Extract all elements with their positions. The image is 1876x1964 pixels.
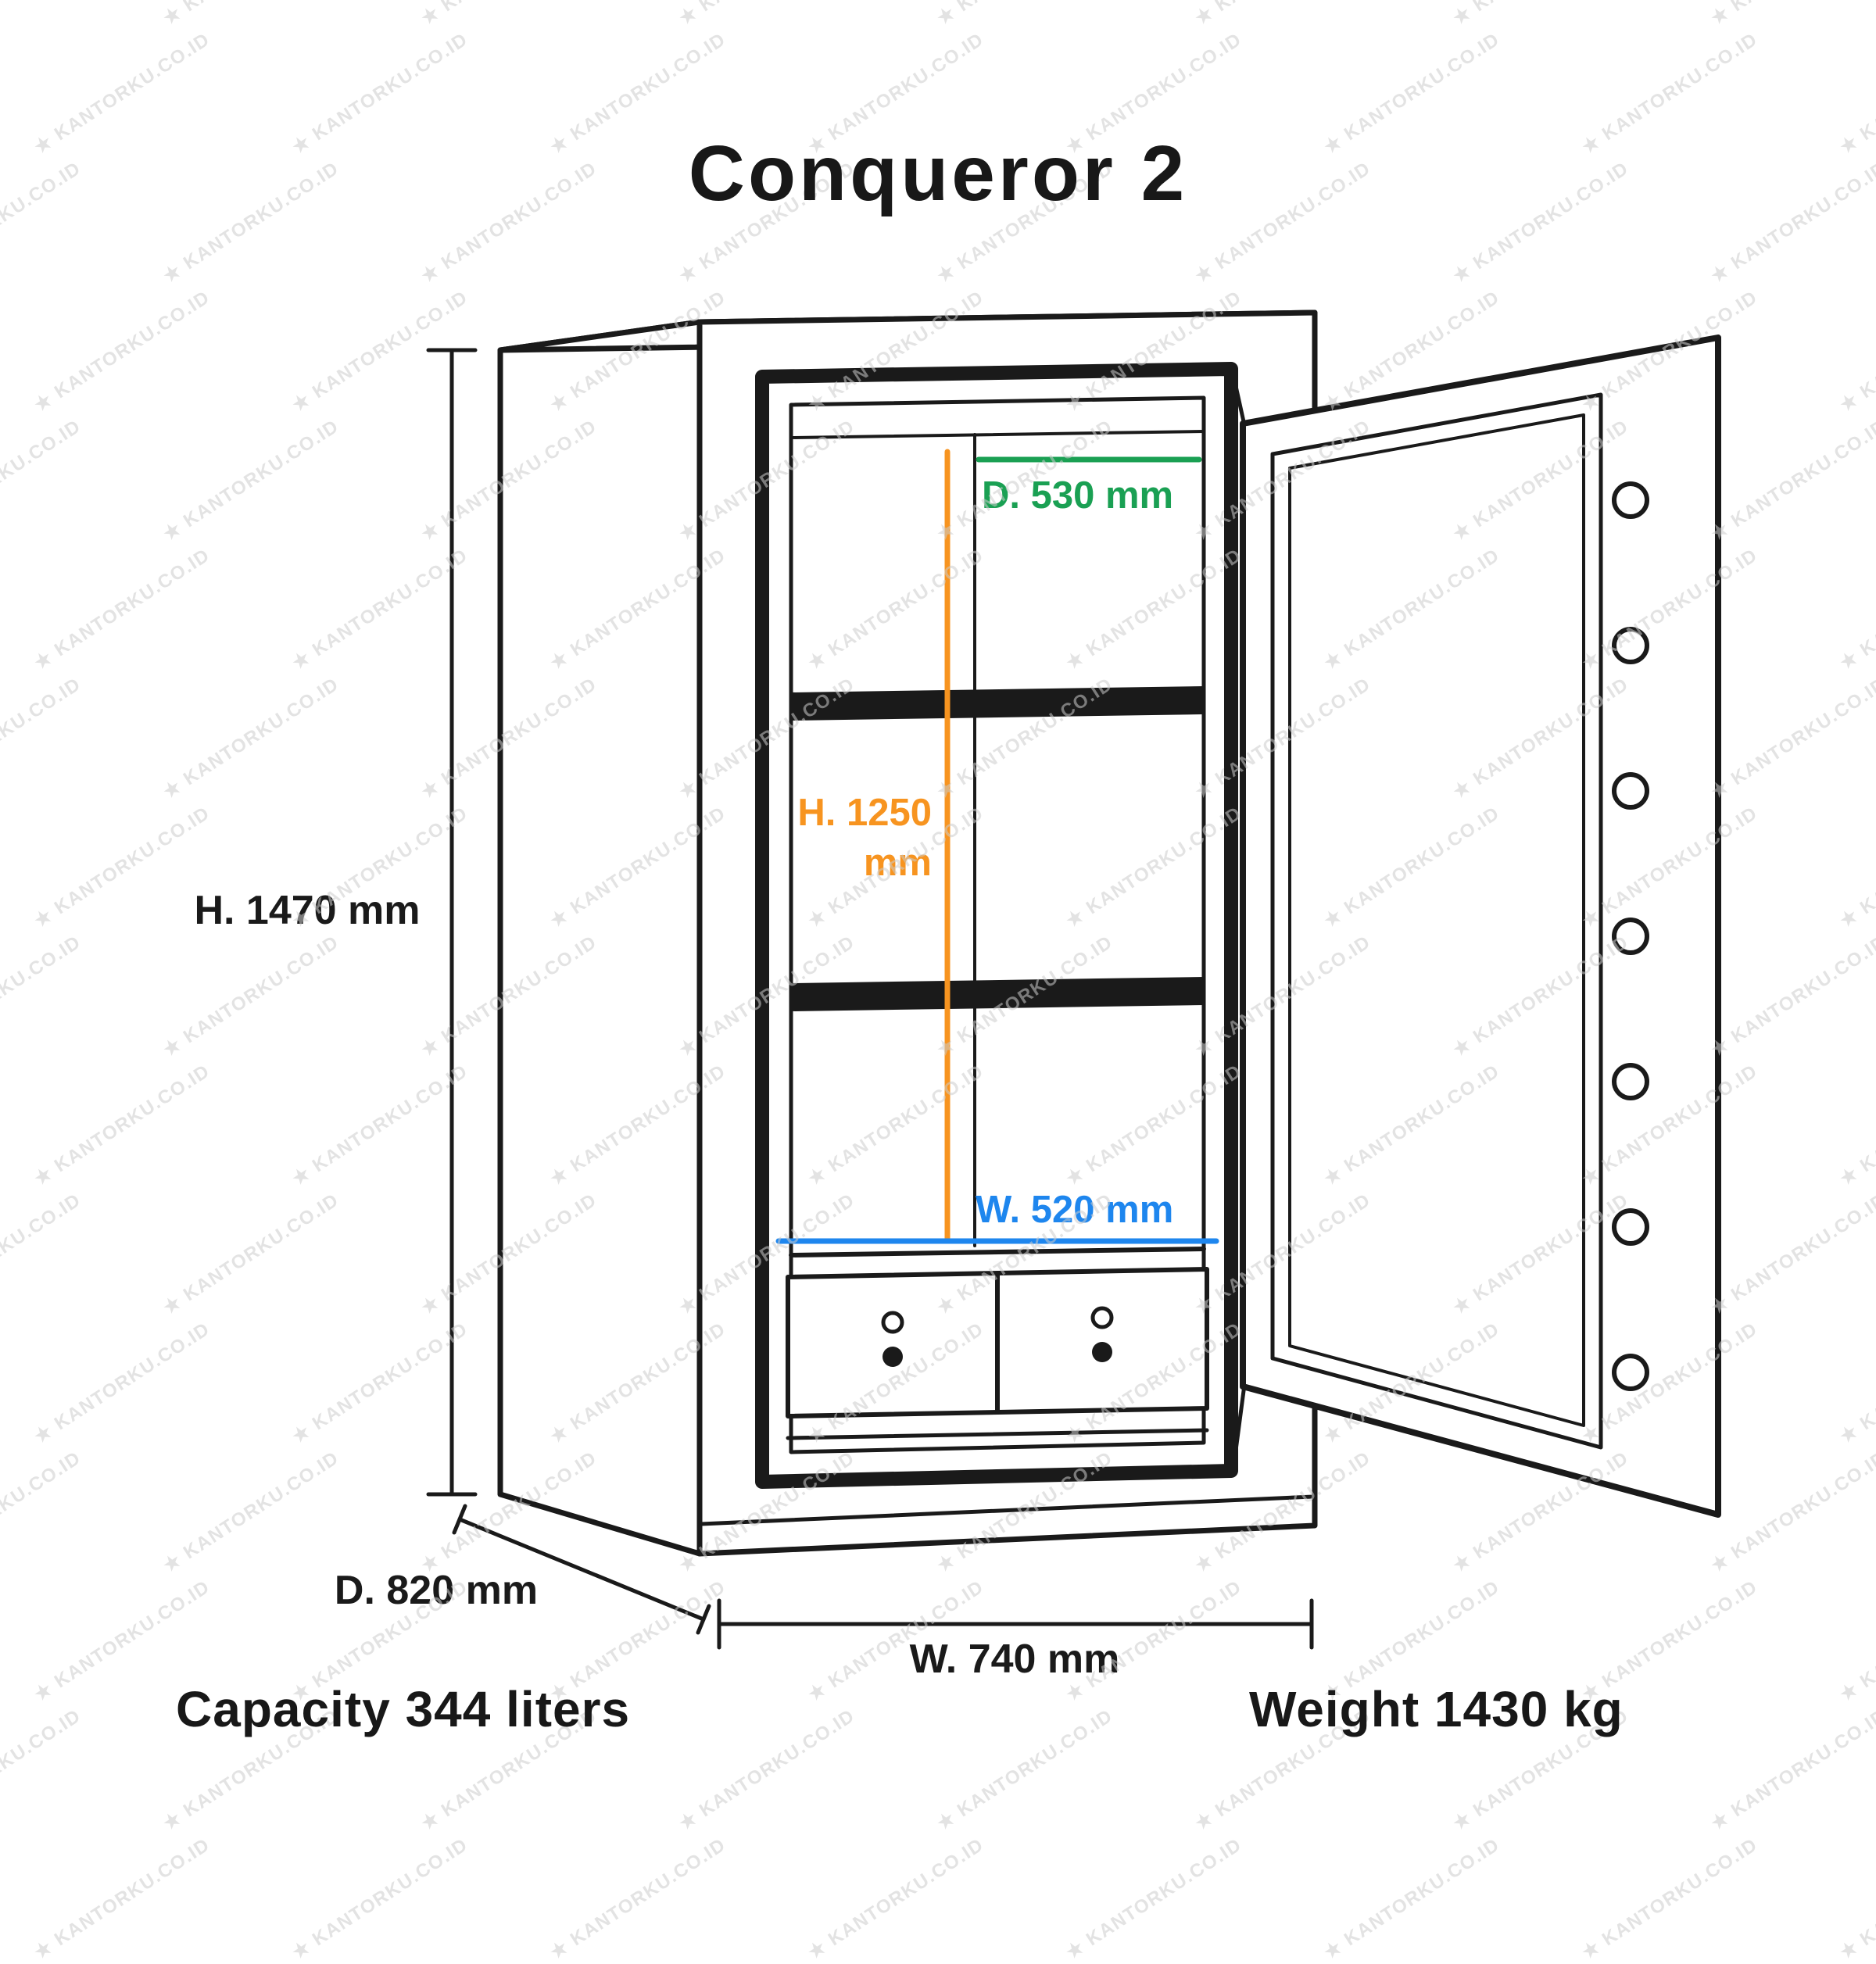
dim-depth-label: D. 820 mm [335, 1568, 538, 1613]
safe-left-face [497, 319, 703, 1557]
drawer-right-keyhole-dot-icon [1092, 1342, 1112, 1362]
safe-base-line [699, 1494, 1316, 1526]
drawer-left-keyhole-dot-icon [883, 1347, 903, 1367]
drawer-right-keyhole-ring-icon [1090, 1306, 1114, 1329]
door-inner-frame-outer [1270, 392, 1603, 1450]
door-bolt-icon [1612, 918, 1649, 955]
door-bolts [1612, 481, 1649, 1391]
dim-depth-line [457, 1517, 706, 1622]
door-bolt-icon [1612, 1354, 1649, 1391]
door-bolt-icon [1612, 627, 1649, 664]
capacity-label: Capacity 344 liters [176, 1681, 631, 1737]
dim-inner-height-label-line1: H. 1250 [797, 792, 932, 834]
door-hinge-top [1230, 370, 1247, 428]
door-inner-frame-inner [1288, 413, 1585, 1427]
dim-inner-height-label-line2: mm [864, 842, 932, 884]
dim-width-label: W. 740 mm [910, 1637, 1120, 1682]
door-bolt-icon [1612, 1063, 1649, 1100]
door-panel [1240, 334, 1721, 1518]
drawer-bottom-line [786, 1428, 1209, 1440]
interior-floor-line [789, 1247, 1206, 1257]
shelf-lower [791, 977, 1204, 1011]
door-bolt-icon [1612, 772, 1649, 810]
dim-inner-depth-label: D. 530 mm [982, 474, 1173, 517]
page-title: Conqueror 2 [688, 130, 1188, 217]
door-bolt-icon [1612, 1208, 1649, 1246]
shelf-upper [791, 686, 1204, 721]
dim-inner-width-label: W. 520 mm [976, 1189, 1173, 1231]
drawer-left-keyhole-ring-icon [881, 1311, 904, 1334]
door-opening-inner-line [789, 395, 1206, 1454]
weight-label: Weight 1430 kg [1249, 1681, 1624, 1737]
dim-depth-tick-start [452, 1504, 467, 1535]
dim-height-label: H. 1470 mm [194, 888, 420, 933]
interior-ceiling-line [789, 430, 1205, 439]
safe-dimension-diagram: H. 1470 mm D. 820 mm W. 740 mm D. 530 mm… [194, 309, 1721, 1682]
door-opening-frame [755, 362, 1238, 1489]
door-hinge-bottom [1230, 1383, 1247, 1476]
dim-depth-tick-end [696, 1604, 711, 1635]
door-bolt-icon [1612, 481, 1649, 519]
